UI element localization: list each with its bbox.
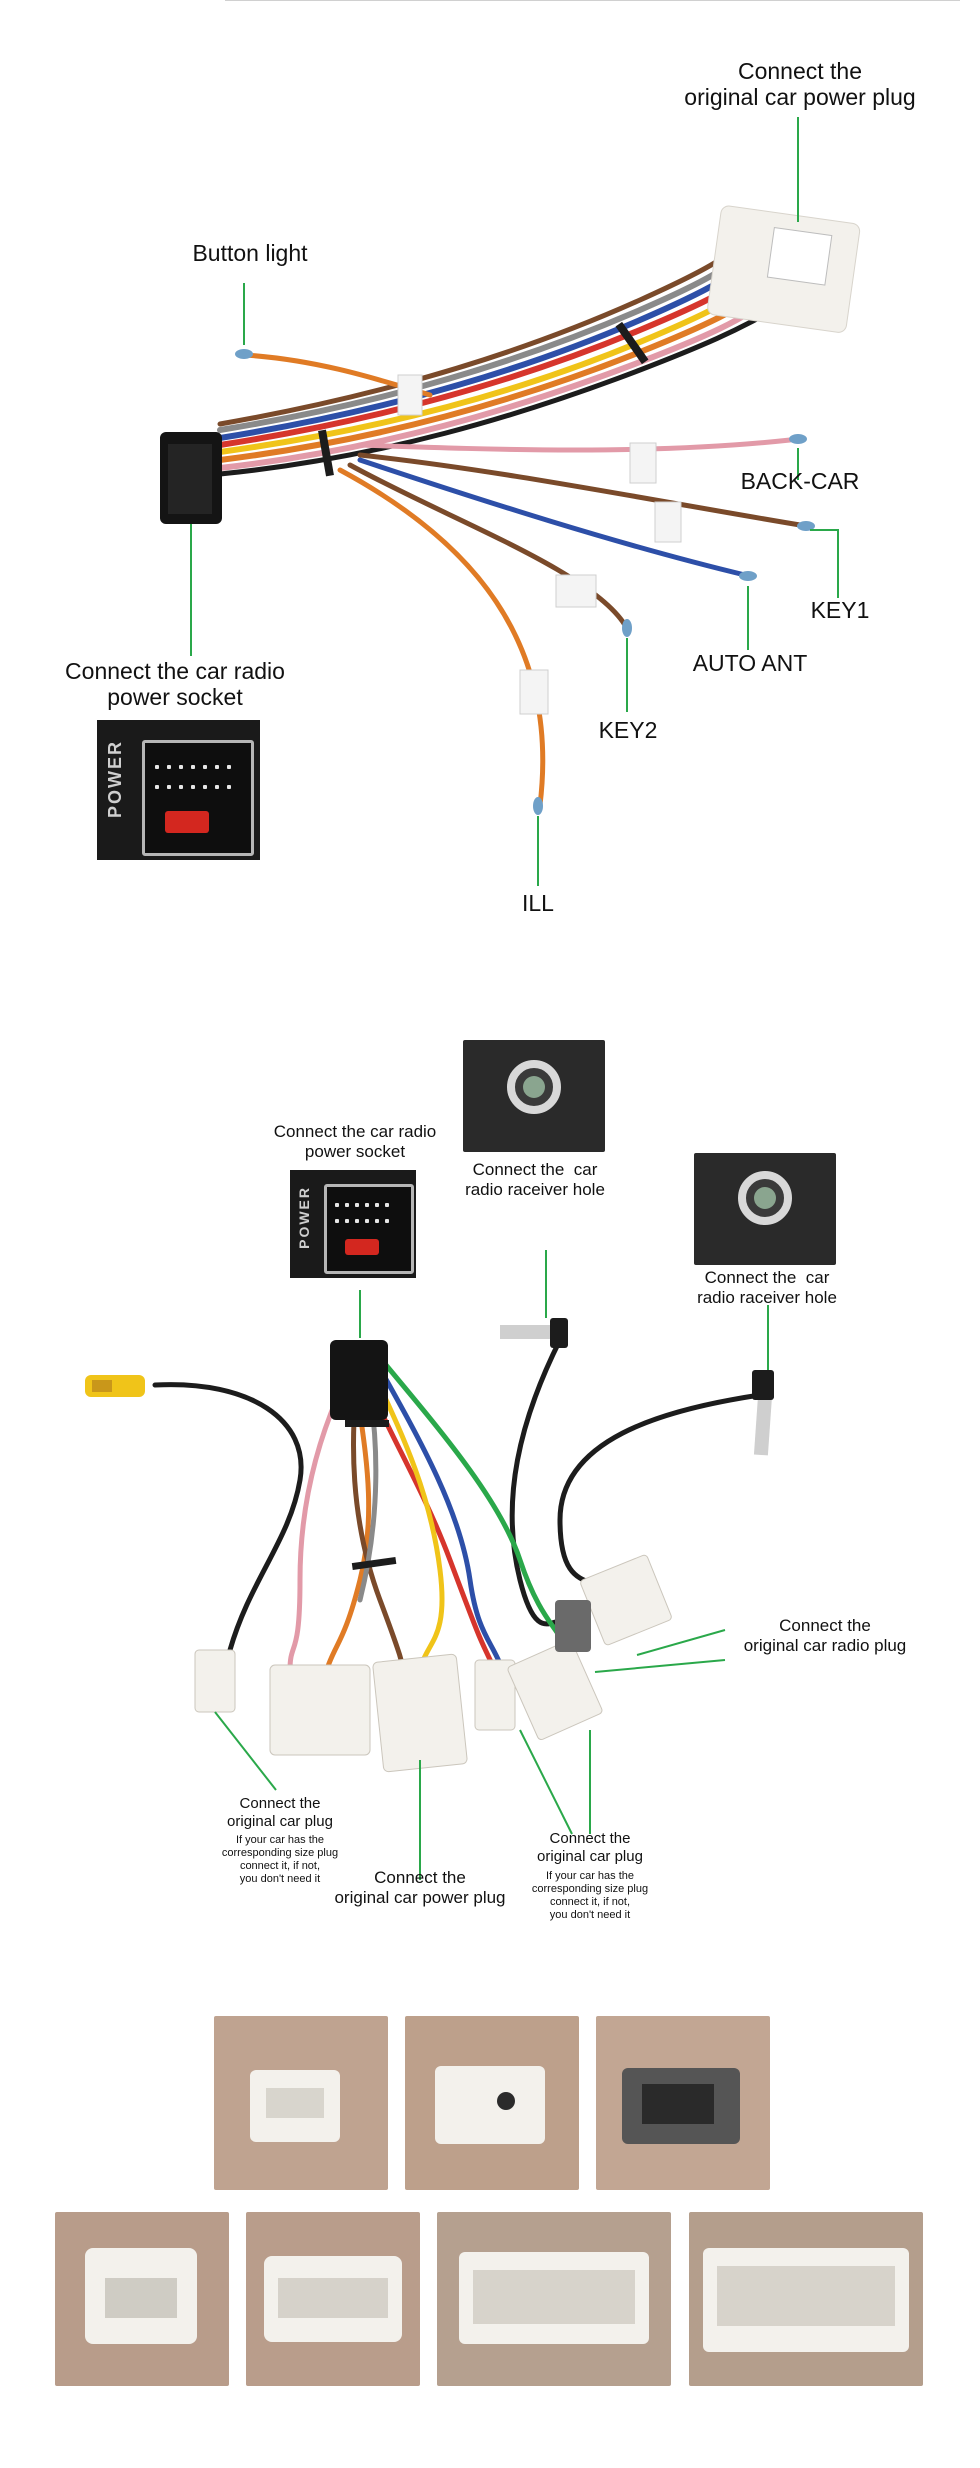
label2-power-plug: Connect the original car power plug — [334, 1868, 506, 1907]
connector-photo-5 — [246, 2212, 420, 2386]
connector-photo-1 — [214, 2016, 388, 2190]
label-radio-socket: Connect the car radio power socket — [65, 658, 285, 710]
label-ill: ILL — [522, 890, 554, 916]
label-back-car: BACK-CAR — [740, 468, 860, 494]
label-key2: KEY2 — [598, 717, 658, 743]
connector-photo-6 — [437, 2212, 671, 2386]
top-rule — [225, 0, 960, 1]
power-socket-title-2: POWER — [296, 1186, 312, 1249]
label2-radio-socket: Connect the car radio power socket — [273, 1122, 437, 1161]
label2-antenna-hole-right: Connect the car radio raceiver hole — [697, 1268, 837, 1307]
label-key1: KEY1 — [810, 597, 870, 623]
connector-photo-3 — [596, 2016, 770, 2190]
power-socket-photo: POWER — [97, 720, 260, 860]
power-socket-title: POWER — [105, 740, 125, 819]
connector-photo-2 — [405, 2016, 579, 2190]
harness-diagram-1 — [160, 117, 861, 886]
label2-antenna-hole-left: Connect the car radio raceiver hole — [465, 1160, 605, 1199]
antenna-hole-photo-right — [694, 1153, 836, 1265]
label2-plug-right-title: Connect the original car plug — [537, 1830, 643, 1865]
harness-diagram-2 — [85, 1250, 774, 1880]
label-button-light: Button light — [192, 240, 308, 266]
power-socket-photo-2: POWER — [290, 1170, 416, 1278]
label2-car-radio-plug: Connect the original car radio plug — [743, 1616, 907, 1655]
antenna-hole-photo-left — [463, 1040, 605, 1152]
label-auto-ant: AUTO ANT — [692, 650, 808, 676]
label-power-plug: Connect the original car power plug — [684, 58, 916, 110]
label2-plug-left-title: Connect the original car plug — [227, 1795, 333, 1830]
label2-plug-left-note: If your car has the corresponding size p… — [221, 1834, 339, 1885]
connector-photo-4 — [55, 2212, 229, 2386]
connector-photo-7 — [689, 2212, 923, 2386]
label2-plug-right-note: If your car has the corresponding size p… — [531, 1870, 649, 1921]
